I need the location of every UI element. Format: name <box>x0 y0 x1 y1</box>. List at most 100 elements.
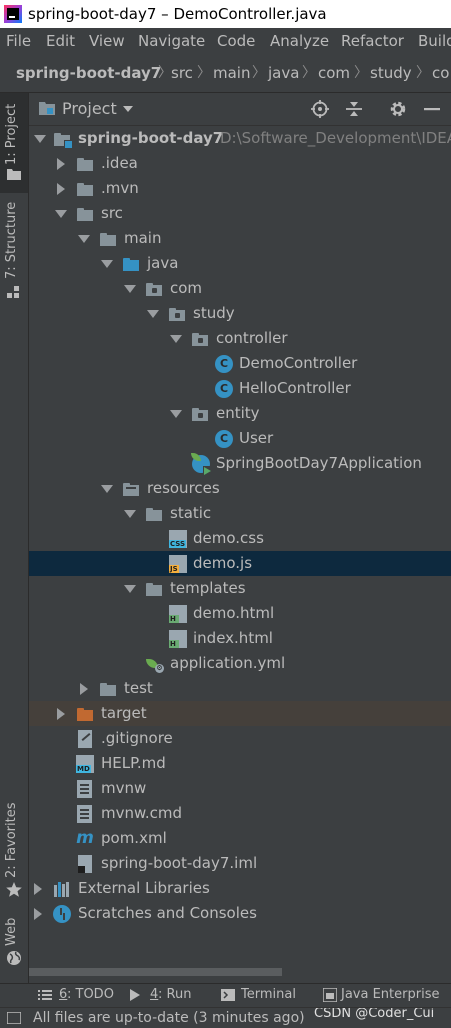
tree-item-mvnw-cmd[interactable]: mvnw.cmd <box>29 801 451 826</box>
tree-item-label: User <box>239 429 274 447</box>
package-icon <box>191 330 209 348</box>
tree-item-test[interactable]: test <box>29 676 451 701</box>
css-file-icon: CSS <box>169 530 187 548</box>
menu-refactor[interactable]: Refactor <box>341 32 404 50</box>
minimize-icon[interactable] <box>423 100 441 118</box>
java-enterprise-icon <box>323 988 337 1002</box>
title-bar: spring-boot-day7 – DemoController.java <box>0 0 451 28</box>
menu-build[interactable]: Build <box>418 32 451 50</box>
expand-arrow-icon[interactable] <box>75 676 91 701</box>
expand-arrow-icon[interactable] <box>52 151 68 176</box>
tree-item-label: spring-boot-day7.iml <box>101 854 258 872</box>
expand-arrow-icon[interactable] <box>121 576 137 601</box>
menu-file[interactable]: File <box>6 32 32 50</box>
gear-icon[interactable] <box>389 100 407 118</box>
tab-project[interactable]: 1: Project <box>0 93 28 193</box>
project-tree: spring-boot-day7 D:\Software_Development… <box>29 126 451 966</box>
package-icon <box>191 405 209 423</box>
tab-favorites[interactable]: 2: Favorites <box>0 798 28 903</box>
tree-item-project-root[interactable]: spring-boot-day7 D:\Software_Development… <box>29 126 451 151</box>
menu-edit[interactable]: Edit <box>46 32 76 50</box>
tree-item-pom-xml[interactable]: m pom.xml <box>29 826 451 851</box>
terminal-icon <box>221 989 235 1001</box>
breadcrumb-main[interactable]: main <box>213 64 251 82</box>
tree-item-user[interactable]: C User <box>29 426 451 451</box>
tree-item-iml[interactable]: spring-boot-day7.iml <box>29 851 451 876</box>
tree-item-templates[interactable]: templates <box>29 576 451 601</box>
panel-title[interactable]: Project <box>62 99 117 118</box>
tree-item-mvn[interactable]: .mvn <box>29 176 451 201</box>
tree-item-mvnw[interactable]: mvnw <box>29 776 451 801</box>
expand-arrow-icon[interactable] <box>52 701 68 726</box>
tree-item-main[interactable]: main <box>29 226 451 251</box>
breadcrumb-project[interactable]: spring-boot-day7 <box>16 64 162 82</box>
tab-web[interactable]: Web <box>0 908 28 973</box>
tree-item-demo-js[interactable]: JS demo.js <box>29 551 451 576</box>
tree-item-java[interactable]: java <box>29 251 451 276</box>
menu-code[interactable]: Code <box>217 32 256 50</box>
tree-item-demo-html[interactable]: H demo.html <box>29 601 451 626</box>
expand-arrow-icon[interactable] <box>121 501 137 526</box>
expand-arrow-icon[interactable] <box>167 401 183 426</box>
expand-arrow-icon[interactable] <box>75 226 91 251</box>
tree-item-com[interactable]: com <box>29 276 451 301</box>
tree-item-resources[interactable]: resources <box>29 476 451 501</box>
tree-item-application-yml[interactable]: ⚙ application.yml <box>29 651 451 676</box>
expand-arrow-icon[interactable] <box>144 301 160 326</box>
menu-analyze[interactable]: Analyze <box>270 32 330 50</box>
excluded-folder-icon <box>76 705 94 723</box>
spring-boot-class-icon <box>191 453 212 475</box>
expand-arrow-icon[interactable] <box>29 876 45 901</box>
breadcrumb-java[interactable]: java <box>268 64 300 82</box>
expand-arrow-icon[interactable] <box>52 201 68 226</box>
breadcrumb-com[interactable]: com <box>318 64 351 82</box>
breadcrumb-study[interactable]: study <box>370 64 412 82</box>
tree-item-idea[interactable]: .idea <box>29 151 451 176</box>
tab-todo-label: : TODO <box>67 987 114 1002</box>
tree-item-demo-css[interactable]: CSS demo.css <box>29 526 451 551</box>
tree-item-scratches[interactable]: Scratches and Consoles <box>29 901 451 926</box>
menu-view[interactable]: View <box>89 32 125 50</box>
tree-item-label: index.html <box>193 629 273 647</box>
expand-arrow-icon[interactable] <box>98 476 114 501</box>
expand-arrow-icon[interactable] <box>31 126 47 151</box>
tree-item-help-md[interactable]: MD HELP.md <box>29 751 451 776</box>
tree-item-application-class[interactable]: SpringBootDay7Application <box>29 451 451 476</box>
tab-web-label: Web <box>4 917 19 946</box>
tree-item-democontroller[interactable]: C DemoController <box>29 351 451 376</box>
chevron-right-icon: 〉 <box>197 65 211 81</box>
tree-item-src[interactable]: src <box>29 201 451 226</box>
tree-item-label: .idea <box>101 154 138 172</box>
scrollbar-thumb[interactable] <box>29 968 282 976</box>
structure-icon <box>7 286 19 298</box>
tab-structure[interactable]: 7: Structure <box>0 199 28 299</box>
tree-item-label: .mvn <box>101 179 139 197</box>
expand-arrow-icon[interactable] <box>167 326 183 351</box>
tree-item-study[interactable]: study <box>29 301 451 326</box>
tree-item-static[interactable]: static <box>29 501 451 526</box>
tree-item-controller[interactable]: controller <box>29 326 451 351</box>
tree-item-hellocontroller[interactable]: C HelloController <box>29 376 451 401</box>
tree-item-index-html[interactable]: H index.html <box>29 626 451 651</box>
breadcrumb-src[interactable]: src <box>171 64 193 82</box>
expand-arrow-icon[interactable] <box>29 901 45 926</box>
expand-arrow-icon[interactable] <box>52 176 68 201</box>
tree-item-gitignore[interactable]: .gitignore <box>29 726 451 751</box>
collapse-all-icon[interactable] <box>345 100 363 118</box>
tree-item-label: application.yml <box>170 654 286 672</box>
window-title: spring-boot-day7 – DemoController.java <box>28 5 327 23</box>
expand-arrow-icon[interactable] <box>98 251 114 276</box>
tree-item-label: .gitignore <box>101 729 173 747</box>
tree-item-label: controller <box>216 329 288 347</box>
menu-navigate[interactable]: Navigate <box>138 32 206 50</box>
tree-item-external-libraries[interactable]: External Libraries <box>29 876 451 901</box>
breadcrumb-controller[interactable]: co <box>432 64 450 82</box>
horizontal-scrollbar[interactable] <box>29 966 451 978</box>
tab-run-key: 4 <box>150 987 159 1002</box>
locate-icon[interactable] <box>311 100 329 118</box>
tree-item-target[interactable]: target <box>29 701 451 726</box>
tree-item-entity[interactable]: entity <box>29 401 451 426</box>
status-icon[interactable] <box>7 1012 21 1024</box>
expand-arrow-icon[interactable] <box>121 276 137 301</box>
chevron-down-icon[interactable] <box>123 106 133 112</box>
